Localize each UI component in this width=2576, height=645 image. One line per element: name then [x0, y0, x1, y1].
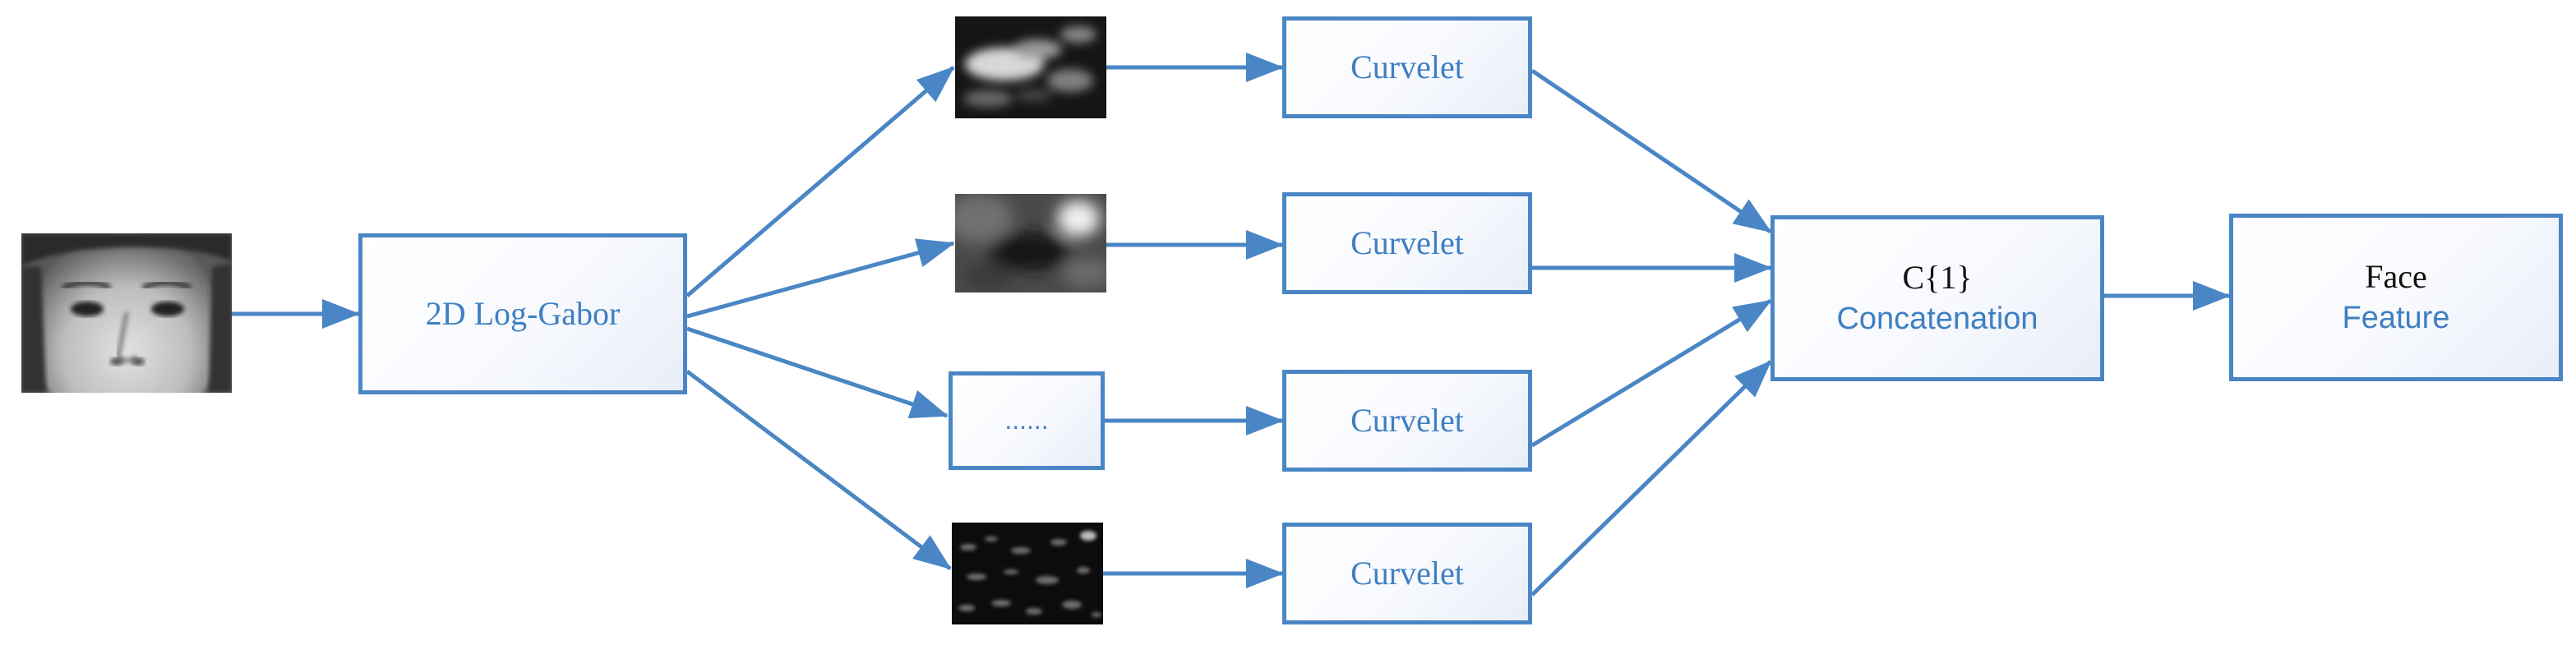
- curvelet-label: Curvelet: [1350, 555, 1464, 592]
- arrow-gabor-to-sub2: [686, 238, 955, 319]
- subband-image-2: [955, 194, 1106, 293]
- log-gabor-label: 2D Log-Gabor: [425, 295, 621, 332]
- gabor-response-icon: [955, 194, 1106, 293]
- subband-image-4: [952, 523, 1103, 624]
- ellipsis-box: ......: [949, 371, 1105, 470]
- curvelet-box-3: Curvelet: [1282, 370, 1532, 472]
- concatenation-box: C{1} Concatenation: [1770, 215, 2104, 381]
- input-face-image: [21, 233, 232, 393]
- face-feature-title: Face: [2365, 258, 2427, 296]
- curvelet-label: Curvelet: [1350, 402, 1464, 439]
- ellipsis-label: ......: [1004, 405, 1049, 435]
- curvelet-box-1: Curvelet: [1282, 16, 1532, 118]
- curvelet-label: Curvelet: [1350, 48, 1464, 85]
- face-photo-icon: [21, 233, 232, 393]
- arrow-gabor-to-sub4: [686, 370, 952, 570]
- arrow-gabor-to-ellipsis: [686, 326, 949, 419]
- arrow-curvelet1-to-concat: [1530, 68, 1772, 234]
- gabor-response-icon: [955, 16, 1106, 118]
- arrow-curvelet3-to-concat: [1530, 298, 1772, 448]
- curvelet-label: Curvelet: [1350, 224, 1464, 261]
- log-gabor-box: 2D Log-Gabor: [358, 233, 687, 394]
- curvelet-box-4: Curvelet: [1282, 523, 1532, 624]
- subband-image-1: [955, 16, 1106, 118]
- concat-label: Concatenation: [1836, 302, 2038, 337]
- arrow-gabor-to-sub1: [686, 66, 955, 297]
- curvelet-box-2: Curvelet: [1282, 192, 1532, 294]
- face-feature-box: Face Feature: [2229, 214, 2563, 381]
- gabor-response-icon: [952, 523, 1103, 624]
- face-feature-label: Feature: [2342, 301, 2450, 336]
- concat-title: C{1}: [1902, 259, 1973, 297]
- arrow-curvelet4-to-concat: [1530, 360, 1772, 597]
